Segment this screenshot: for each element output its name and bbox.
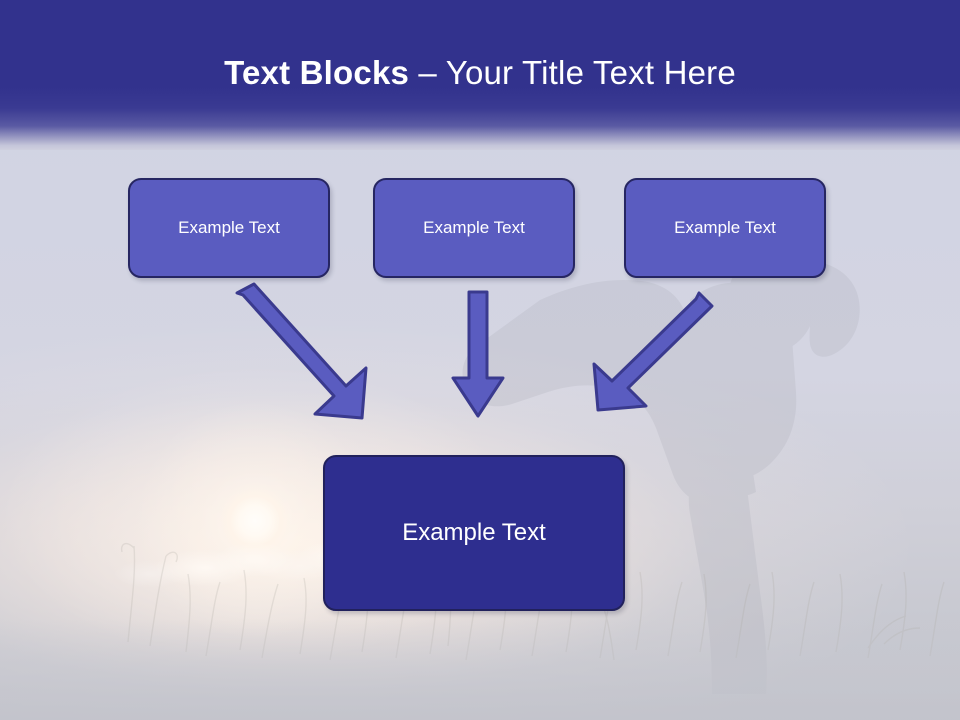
text-block-result-label: Example Text <box>402 519 546 546</box>
page-title: Text Blocks – Your Title Text Here <box>0 52 960 94</box>
page-title-bold: Text Blocks <box>224 54 410 91</box>
arrow-left <box>235 282 368 420</box>
arrow-right <box>592 291 714 412</box>
text-block-2[interactable]: Example Text <box>373 178 575 278</box>
text-block-1[interactable]: Example Text <box>128 178 330 278</box>
title-banner <box>0 0 960 150</box>
page-title-separator: – <box>409 54 446 91</box>
page-title-light: Your Title Text Here <box>445 54 736 91</box>
text-block-1-label: Example Text <box>178 218 280 237</box>
text-block-3[interactable]: Example Text <box>624 178 826 278</box>
text-block-2-label: Example Text <box>423 218 525 237</box>
text-block-result[interactable]: Example Text <box>323 455 625 611</box>
arrow-middle <box>451 290 505 418</box>
text-block-3-label: Example Text <box>674 218 776 237</box>
